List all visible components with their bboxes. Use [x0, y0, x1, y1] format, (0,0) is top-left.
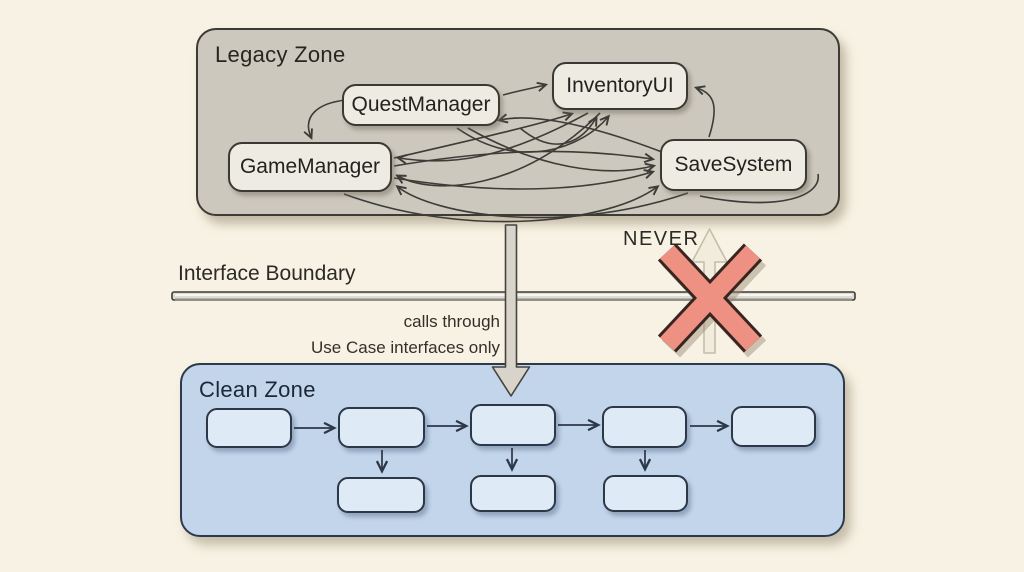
calls-note-line2: Use Case interfaces only — [311, 337, 500, 357]
legacy-zone-title: Legacy Zone — [215, 42, 346, 67]
legacy-node-save-system: SaveSystem — [660, 139, 807, 191]
clean-node-2 — [338, 407, 425, 448]
legacy-node-game-manager: GameManager — [228, 142, 392, 192]
legacy-node-inventory-ui: InventoryUI — [552, 62, 688, 110]
node-label: InventoryUI — [566, 74, 674, 97]
node-label: SaveSystem — [674, 153, 793, 176]
clean-node-5 — [731, 406, 816, 447]
clean-node-7 — [470, 475, 556, 512]
calls-note-line1: calls through — [403, 312, 500, 331]
interface-boundary-label: Interface Boundary — [178, 262, 356, 285]
never-label: NEVER — [623, 228, 700, 250]
clean-node-6 — [337, 477, 425, 513]
clean-node-8 — [603, 475, 688, 512]
interface-boundary-line — [171, 291, 856, 301]
clean-node-4 — [602, 406, 687, 448]
red-x-icon — [657, 243, 767, 358]
legacy-node-quest-manager: QuestManager — [342, 84, 500, 126]
calls-note: calls through Use Case interfaces only — [280, 309, 500, 360]
clean-zone-title: Clean Zone — [199, 377, 316, 402]
clean-node-1 — [206, 408, 292, 448]
node-label: QuestManager — [351, 93, 491, 116]
clean-node-3 — [470, 404, 556, 446]
node-label: GameManager — [239, 155, 381, 178]
